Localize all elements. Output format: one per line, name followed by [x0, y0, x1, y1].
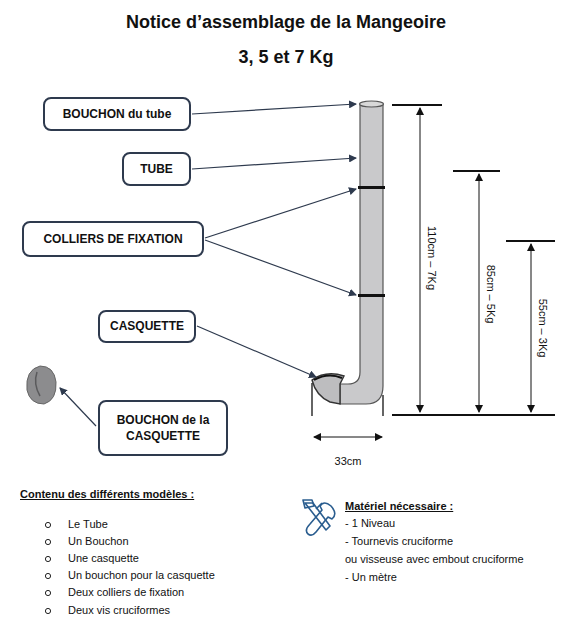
label-box: CASQUETTE	[98, 310, 196, 343]
box-label: COLLIERS DE FIXATION	[43, 231, 182, 247]
list-item: Un Bouchon	[68, 535, 129, 548]
label-box: TUBE	[122, 152, 191, 186]
subtitle: 3, 5 et 7 Kg	[238, 47, 333, 69]
dimension-label: 85cm – 5Kg	[483, 265, 496, 324]
dimension-label: 55cm – 3Kg	[535, 299, 548, 358]
list-item: ou visseuse avec embout cruciforme	[345, 553, 524, 566]
list-item: Deux vis cruciformes	[68, 604, 170, 617]
box-label: TUBE	[140, 161, 173, 177]
dimension-label: 110cm – 7Kg	[424, 226, 437, 290]
label-box: COLLIERS DE FIXATION	[22, 221, 204, 257]
title: Notice d’assemblage de la Mangeoire	[126, 12, 446, 34]
label-box: BOUCHON de la CASQUETTE	[98, 400, 228, 456]
list-item: - 1 Niveau	[345, 517, 395, 530]
list-heading: Contenu des différents modèles :	[20, 488, 194, 501]
box-label: CASQUETTE	[110, 318, 184, 334]
list-item: Une casquette	[68, 552, 139, 565]
list-item: - Un mètre	[345, 571, 397, 584]
label-box: BOUCHON du tube	[43, 97, 191, 131]
dimension-label: 33cm	[335, 455, 362, 468]
list-item: Le Tube	[68, 518, 108, 531]
list-item: Un bouchon pour la casquette	[68, 569, 215, 582]
list-item: - Tournevis cruciforme	[345, 535, 453, 548]
list-item: Deux colliers de fixation	[68, 586, 184, 599]
box-label: BOUCHON de la CASQUETTE	[108, 412, 218, 444]
list-heading: Matériel nécessaire :	[345, 500, 453, 513]
box-label: BOUCHON du tube	[63, 106, 172, 122]
